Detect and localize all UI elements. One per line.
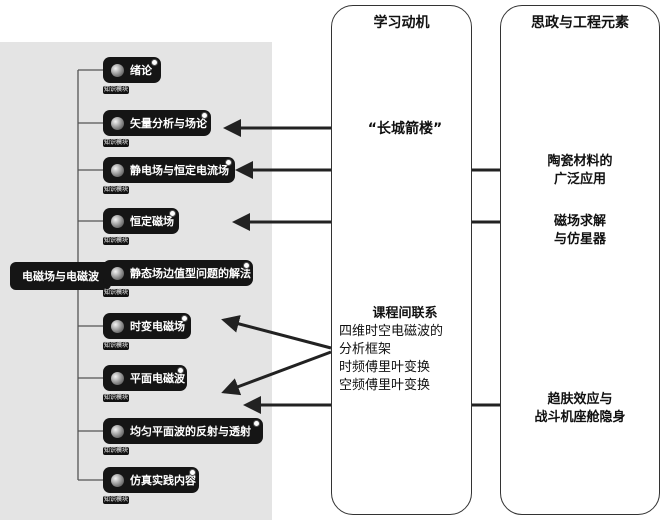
module-badge: 知识模块 (103, 394, 129, 402)
module-node-6[interactable]: 时变电磁场 (103, 313, 191, 339)
course-links-title: 课程间联系 (372, 306, 438, 321)
arrow-course-plane-wave (221, 350, 332, 396)
arrow-course-time-varying (221, 315, 332, 350)
expand-icon[interactable] (189, 469, 196, 476)
root-node[interactable]: 电磁场与电磁波 (10, 262, 111, 290)
module-label: 均匀平面波的反射与透射 (130, 425, 251, 438)
module-label: 恒定磁场 (130, 215, 174, 228)
expand-icon[interactable] (225, 159, 232, 166)
expand-icon[interactable] (151, 59, 158, 66)
module-node-1[interactable]: 绪论 (103, 57, 161, 83)
module-label: 时变电磁场 (130, 320, 185, 333)
module-label: 平面电磁波 (130, 372, 185, 385)
expand-icon[interactable] (253, 420, 260, 427)
module-label: 静态场边值型问题的解法 (130, 267, 251, 280)
magnetic-line-2: 与仿星器 (553, 232, 606, 247)
great-wall-text: “长城箭楼” (367, 121, 443, 137)
magnetic-line-1: 磁场求解 (553, 214, 606, 229)
skin-effect-line-2: 战斗机座舱隐身 (534, 410, 626, 425)
ceramics-line-1: 陶瓷材料的 (547, 154, 613, 169)
course-links-line-4: 空频傅里叶变换 (339, 378, 431, 393)
module-badge: 知识模块 (103, 86, 129, 94)
module-badge: 知识模块 (103, 139, 129, 147)
module-badge: 知识模块 (103, 342, 129, 350)
expand-icon[interactable] (181, 315, 188, 322)
module-node-5[interactable]: 静态场边值型问题的解法 (103, 260, 253, 286)
course-links-line-1: 四维时空电磁波的 (339, 324, 444, 339)
module-label: 矢量分析与场论 (130, 117, 207, 130)
course-links-line-2: 分析框架 (339, 342, 392, 357)
module-badge: 知识模块 (103, 496, 129, 504)
module-badge: 知识模块 (103, 447, 129, 455)
globe-icon (111, 163, 124, 177)
ceramics-line-2: 广泛应用 (553, 172, 606, 187)
module-node-7[interactable]: 平面电磁波 (103, 365, 187, 391)
expand-icon[interactable] (243, 262, 250, 269)
root-node-label: 电磁场与电磁波 (22, 270, 99, 283)
module-label: 静电场与恒定电流场 (130, 164, 229, 177)
module-label: 仿真实践内容 (130, 474, 196, 487)
module-label: 绪论 (130, 64, 152, 77)
motivation-title: 学习动机 (373, 15, 430, 31)
expand-icon[interactable] (201, 112, 208, 119)
ideology-title: 思政与工程元素 (531, 15, 629, 31)
module-badge: 知识模块 (103, 186, 129, 194)
module-badge: 知识模块 (103, 289, 129, 297)
globe-icon (111, 214, 124, 228)
module-badge: 知识模块 (103, 237, 129, 245)
skin-effect-line-1: 趋肤效应与 (547, 392, 613, 407)
motivation-column: 学习动机 (331, 5, 472, 515)
globe-icon (111, 266, 124, 280)
module-node-4[interactable]: 恒定磁场 (103, 208, 179, 234)
expand-icon[interactable] (169, 210, 176, 217)
course-links-line-3: 时频傅里叶变换 (339, 360, 431, 375)
globe-icon (111, 473, 124, 487)
globe-icon (111, 371, 124, 385)
module-node-8[interactable]: 均匀平面波的反射与透射 (103, 418, 263, 444)
globe-icon (111, 424, 124, 438)
globe-icon (111, 116, 124, 130)
ideology-column: 思政与工程元素 (500, 5, 660, 515)
globe-icon (111, 63, 124, 77)
module-node-2[interactable]: 矢量分析与场论 (103, 110, 211, 136)
module-node-9[interactable]: 仿真实践内容 (103, 467, 199, 493)
globe-icon (111, 319, 124, 333)
module-node-3[interactable]: 静电场与恒定电流场 (103, 157, 235, 183)
expand-icon[interactable] (177, 367, 184, 374)
